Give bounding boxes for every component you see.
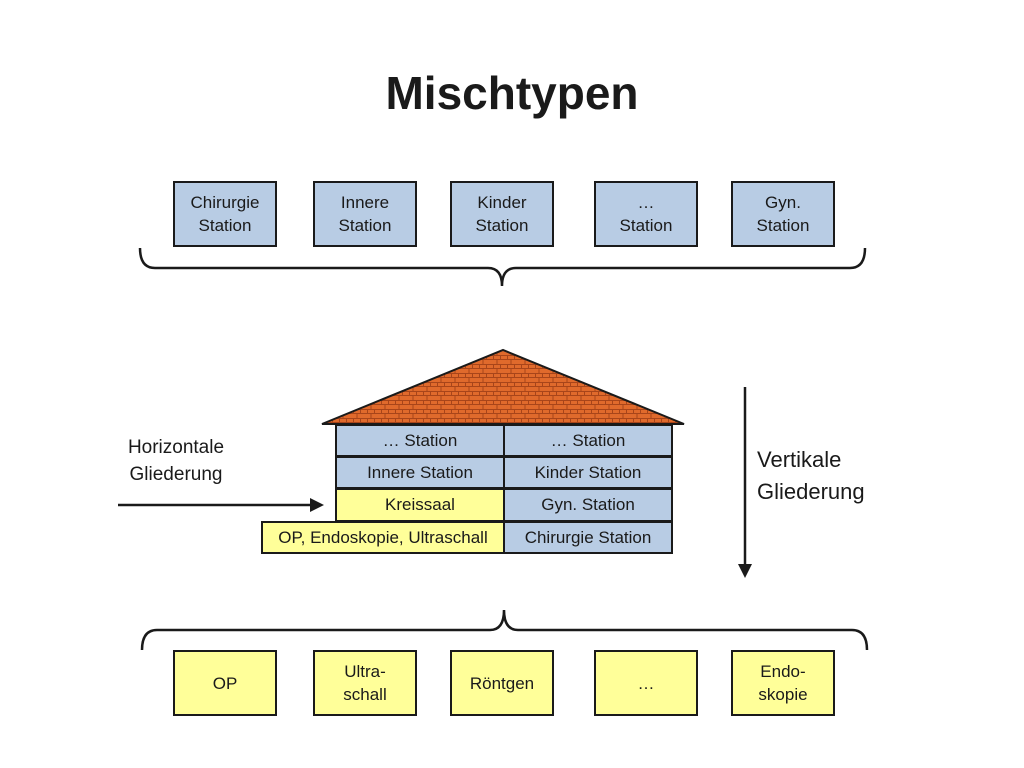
top-box-ellipsis: … Station bbox=[594, 181, 698, 247]
house-row4-left: OP, Endoskopie, Ultraschall bbox=[261, 521, 505, 554]
house-row2-left: Innere Station bbox=[335, 456, 505, 489]
vertical-arrow-head bbox=[738, 564, 752, 578]
page-title: Mischtypen bbox=[385, 67, 639, 119]
house-row1-left: … Station bbox=[335, 424, 505, 457]
top-brace bbox=[138, 247, 867, 287]
top-box-innere: Innere Station bbox=[313, 181, 417, 247]
house-row3-left: Kreissaal bbox=[335, 488, 505, 522]
house-row4-right: Chirurgie Station bbox=[503, 521, 673, 554]
house-row1-right: … Station bbox=[503, 424, 673, 457]
bottom-box-roentgen: Röntgen bbox=[450, 650, 554, 716]
bottom-box-op: OP bbox=[173, 650, 277, 716]
bottom-box-ultraschall: Ultra- schall bbox=[313, 650, 417, 716]
house-roof bbox=[321, 348, 685, 425]
bottom-box-endoskopie: Endo- skopie bbox=[731, 650, 835, 716]
horizontal-arrow-head bbox=[310, 498, 324, 512]
top-box-chirurgie: Chirurgie Station bbox=[173, 181, 277, 247]
vertical-label: Vertikale Gliederung bbox=[757, 447, 865, 504]
house-row2-right: Kinder Station bbox=[503, 456, 673, 489]
top-box-kinder: Kinder Station bbox=[450, 181, 554, 247]
bottom-box-ellipsis: … bbox=[594, 650, 698, 716]
top-box-gyn: Gyn. Station bbox=[731, 181, 835, 247]
bottom-brace bbox=[140, 609, 869, 651]
house-row3-right: Gyn. Station bbox=[503, 488, 673, 522]
horizontal-label: Horizontale Gliederung bbox=[127, 437, 225, 485]
